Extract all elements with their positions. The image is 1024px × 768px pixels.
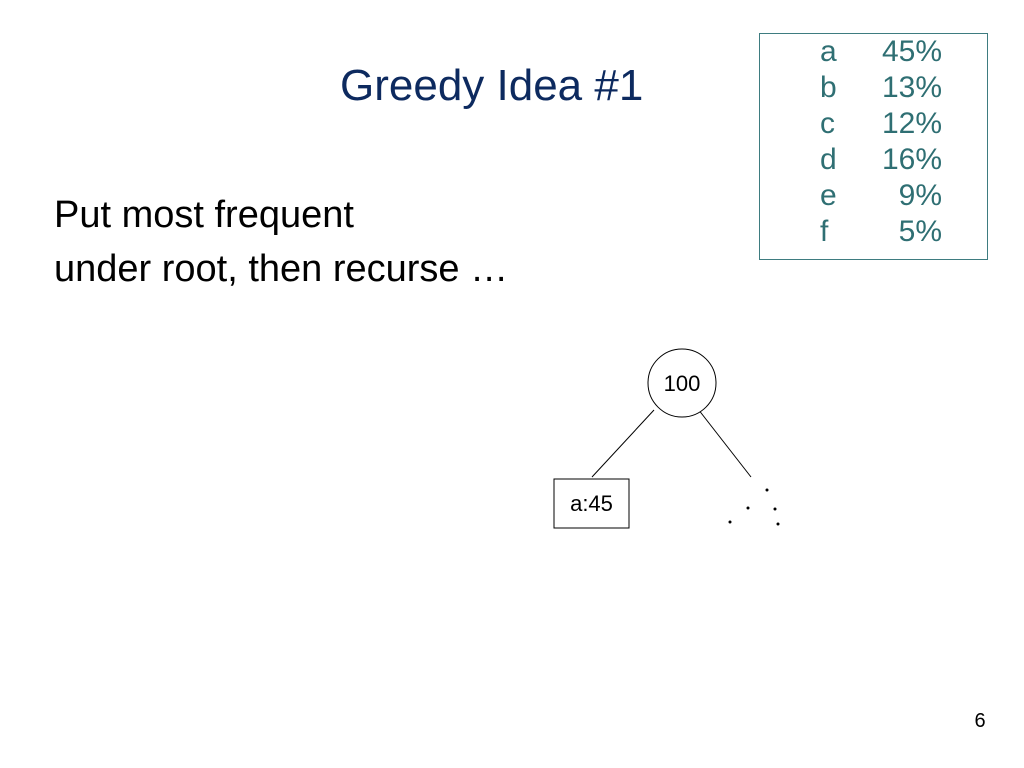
frequency-letter: f xyxy=(820,215,829,248)
left-edge xyxy=(591,409,655,478)
frequency-letter: d xyxy=(820,143,837,176)
frequency-letter: b xyxy=(820,71,837,104)
slide-title: Greedy Idea #1 xyxy=(340,61,644,110)
frequency-percent: 16% xyxy=(881,143,942,176)
root-node xyxy=(647,348,717,418)
frequency-row-c: c 12% xyxy=(820,106,942,142)
page-number: 6 xyxy=(974,710,986,732)
root-node-label: 100 xyxy=(664,371,701,396)
frequency-percent: 13% xyxy=(881,71,942,104)
dot xyxy=(773,507,777,511)
frequency-percent: 5% xyxy=(898,215,942,248)
frequency-letter: a xyxy=(820,35,837,68)
body-text: Put most frequent under root, then recur… xyxy=(54,188,508,296)
body-line-1: Put most frequent xyxy=(54,194,354,236)
right-edge xyxy=(697,408,752,478)
dot xyxy=(746,506,750,510)
left-leaf-label: a:45 xyxy=(570,491,613,516)
frequency-letter: c xyxy=(820,107,835,140)
frequency-row-b: b 13% xyxy=(820,70,942,106)
dot xyxy=(776,522,780,526)
frequency-row-a: a 45% xyxy=(820,34,942,70)
continuation-dots xyxy=(728,488,780,526)
dot xyxy=(728,520,732,524)
dot xyxy=(765,488,769,492)
frequency-table: a 45% b 13% c 12% d 16% e 9% f 5% xyxy=(759,33,988,260)
body-line-2: under root, then recurse … xyxy=(54,248,509,290)
frequency-percent: 12% xyxy=(881,107,942,140)
frequency-row-d: d 16% xyxy=(820,142,942,178)
frequency-letter: e xyxy=(820,179,837,212)
frequency-percent: 9% xyxy=(898,179,942,212)
left-leaf-node xyxy=(553,478,630,529)
frequency-row-e: e 9% xyxy=(820,178,942,214)
frequency-row-f: f 5% xyxy=(820,214,942,250)
frequency-percent: 45% xyxy=(881,35,942,68)
